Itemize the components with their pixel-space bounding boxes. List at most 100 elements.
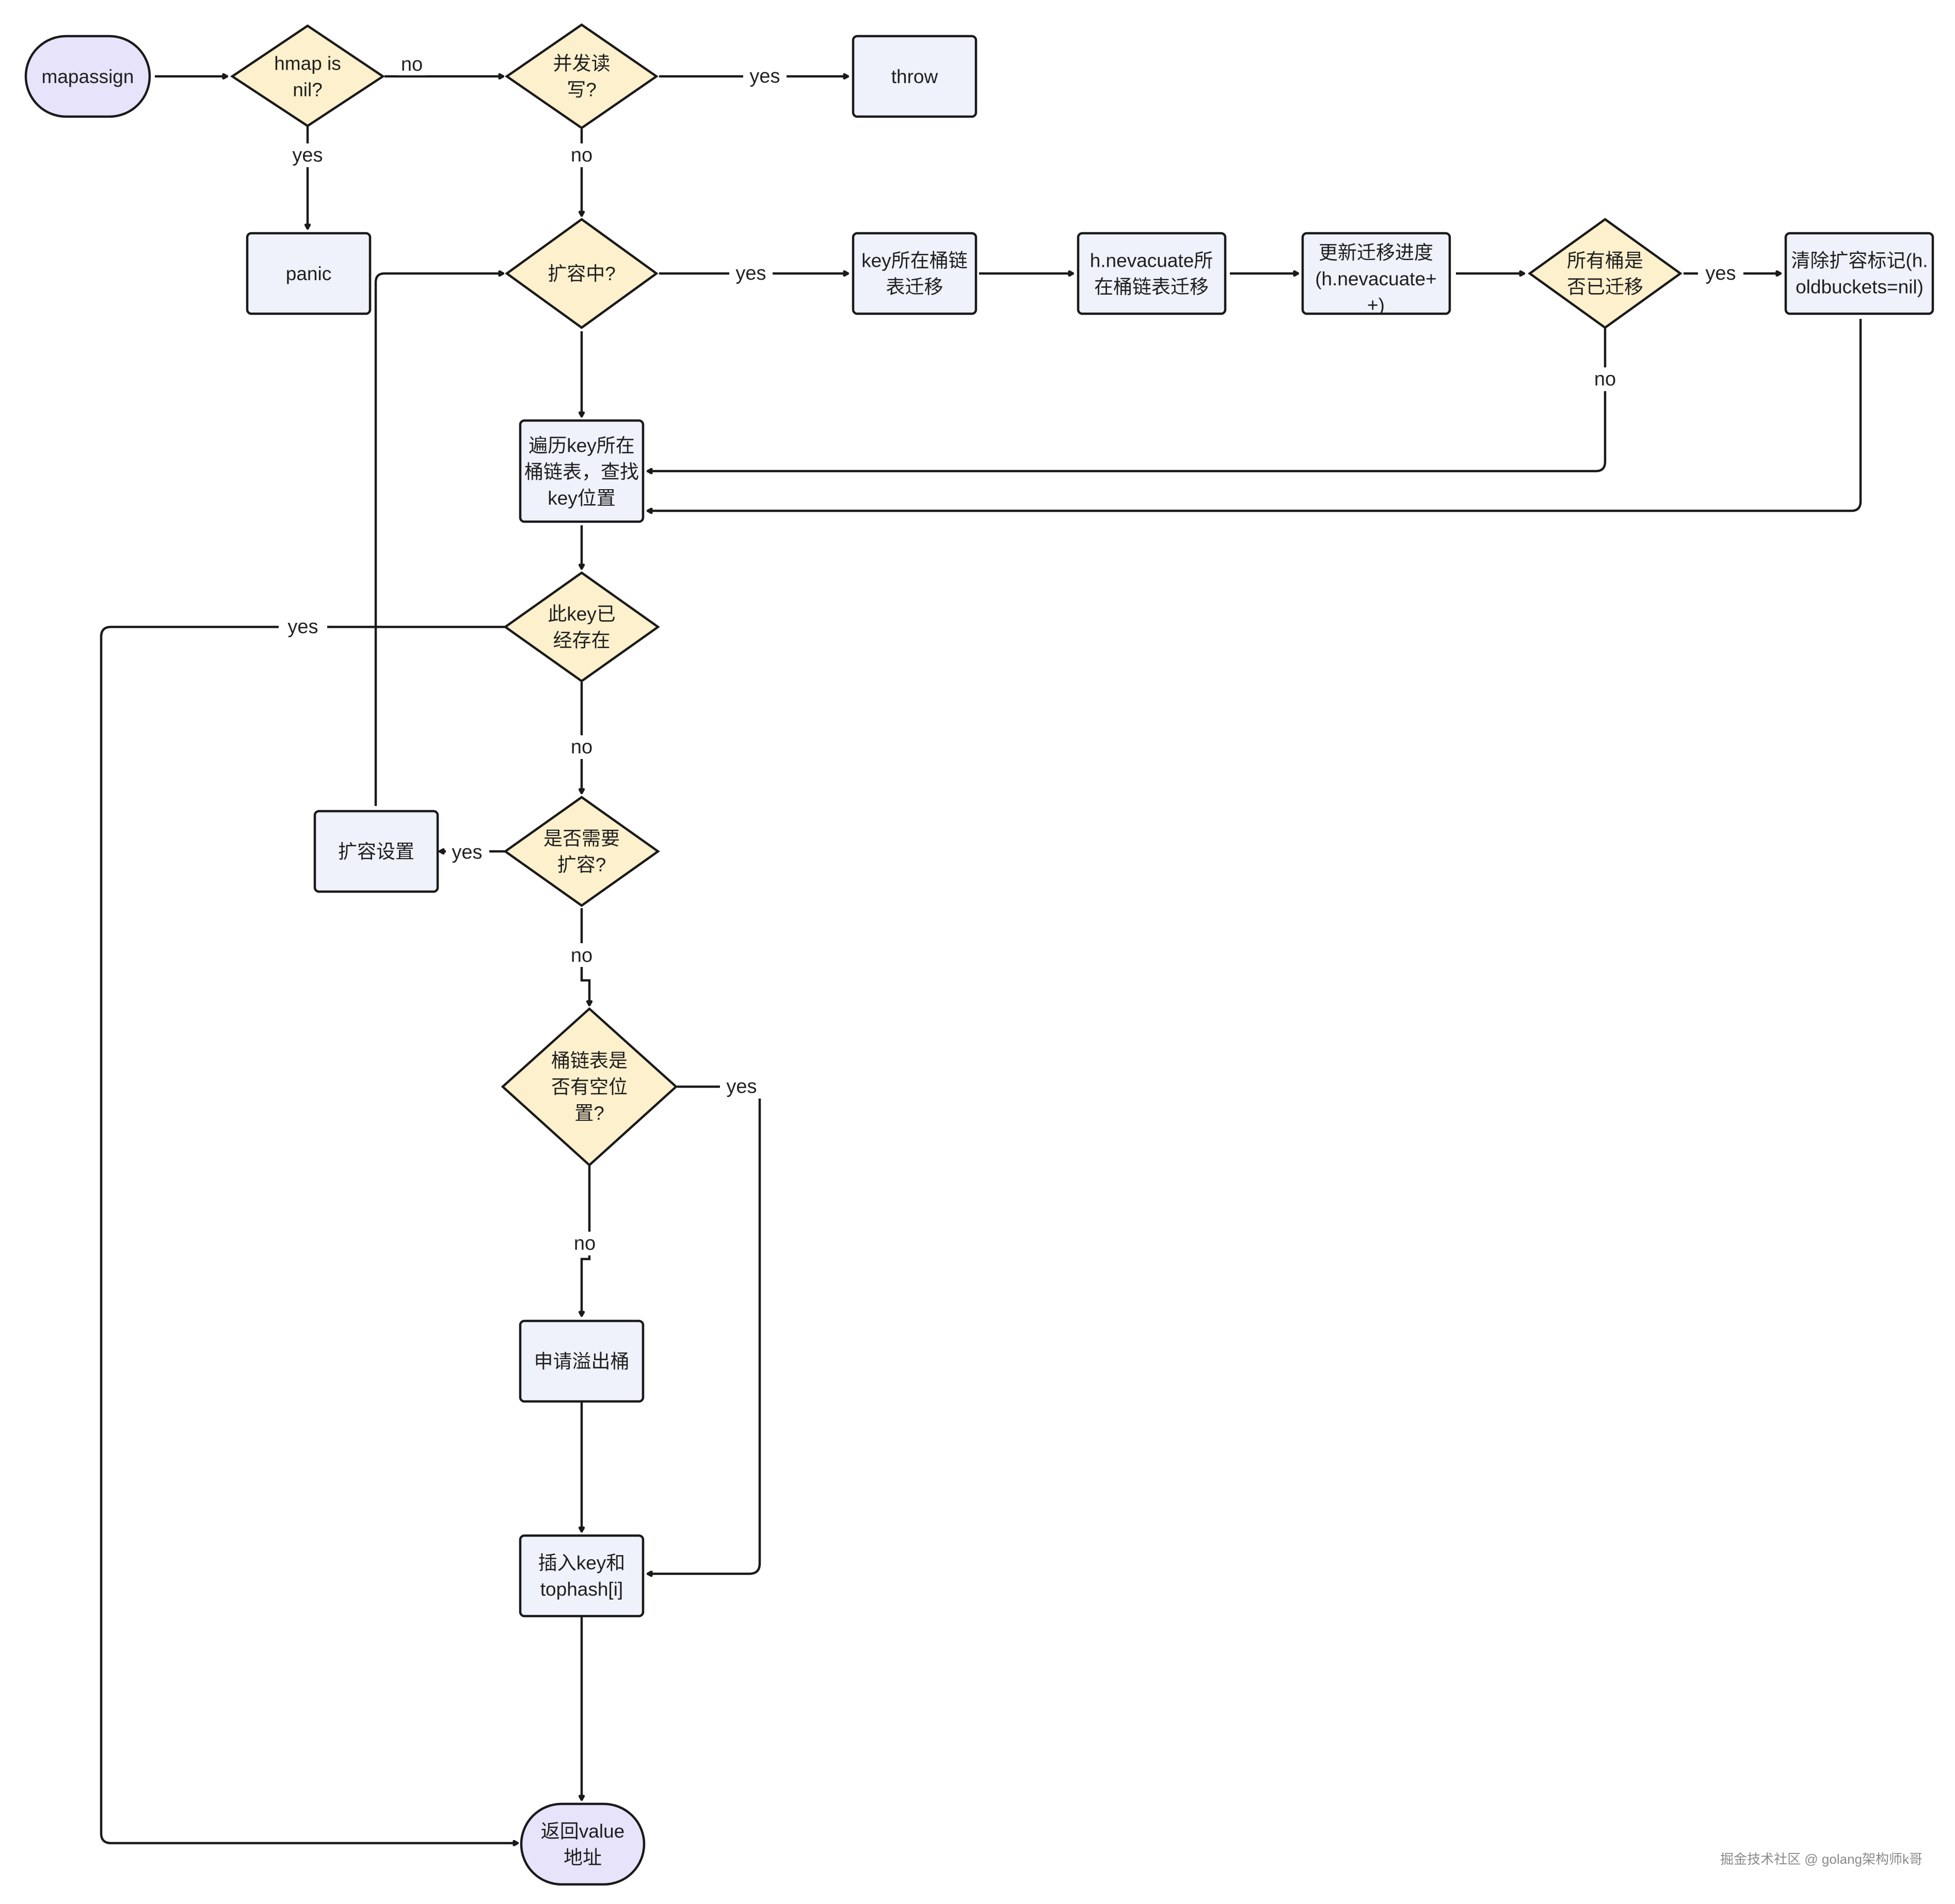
node-nevacuate-evacuate[interactable]: h.nevacuate所在桶链表迁移 (1077, 232, 1227, 315)
node-label-line: 桶链表是 (551, 1050, 628, 1071)
edge-label-concurrent-no: no (566, 143, 597, 167)
node-need-grow[interactable]: 是否需要扩容? (503, 796, 660, 907)
node-throw[interactable]: throw (852, 35, 978, 118)
watermark: 掘金技术社区 @ golang架构师k哥 (1720, 1851, 1922, 1867)
node-label-line: panic (286, 263, 331, 284)
node-label-line: (h.nevacuate+ (1315, 268, 1437, 289)
svg-text:yes: yes (452, 842, 482, 863)
node-label-line: 扩容设置 (338, 841, 414, 862)
node-label: h.nevacuate所在桶链表迁移 (1090, 250, 1213, 297)
edge-label-need-yes: yes (446, 840, 489, 863)
svg-text:yes: yes (292, 144, 323, 166)
edge-label-growing-yes: yes (729, 262, 773, 285)
node-concurrent-rw[interactable]: 并发读写? (505, 23, 659, 130)
node-label-line: 申请溢出桶 (534, 1351, 630, 1372)
svg-text:yes: yes (726, 1076, 757, 1098)
node-traverse-bucket[interactable]: 遍历key所在桶链表，查找 key位置 (519, 419, 645, 523)
node-label: 申请溢出桶 (534, 1351, 630, 1372)
edge-has-slot-no-to-overflow (582, 1165, 591, 1316)
node-label-line: mapassign (42, 66, 134, 87)
svg-text:yes: yes (287, 616, 318, 638)
node-label: panic (286, 263, 331, 284)
node-label: 桶链表是否有空位置? (551, 1050, 628, 1124)
edge-label-need-no: no (566, 943, 597, 967)
edge-label-slot-no: no (569, 1232, 600, 1255)
node-label-line: 经存在 (553, 630, 611, 651)
edges (100, 76, 1862, 1843)
node-label: 更新迁移进度 (h.nevacuate+ +) (1315, 242, 1437, 316)
edge-clear-to-traverse (648, 319, 1862, 511)
node-label-line: 更新迁移进度 (1319, 242, 1433, 263)
svg-text:yes: yes (749, 66, 780, 87)
node-label-line: nil? (293, 79, 323, 100)
node-has-empty-slot[interactable]: 桶链表是否有空位置? (501, 1007, 678, 1167)
node-label: mapassign (42, 66, 134, 87)
node-label-line: key所在桶链 (861, 250, 968, 271)
node-label-line: 置? (574, 1103, 604, 1124)
node-label-line: 否有空位 (551, 1076, 628, 1098)
svg-text:yes: yes (1705, 263, 1736, 284)
node-label-line: +) (1367, 295, 1385, 316)
node-label-line: 清除扩容标记(h. (1791, 250, 1928, 271)
node-update-progress[interactable]: 更新迁移进度 (h.nevacuate+ +) (1301, 232, 1451, 316)
edge-label-all-yes: yes (1698, 262, 1743, 285)
edge-has-slot-yes-to-insert (648, 1085, 761, 1574)
node-label-line: 写? (567, 79, 597, 100)
node-clear-grow-flag[interactable]: 清除扩容标记(h.oldbuckets=nil) (1784, 232, 1934, 315)
edge-label-exists-no: no (566, 735, 597, 759)
node-label-line: 否已迁移 (1567, 276, 1643, 297)
node-new-overflow[interactable]: 申请溢出桶 (519, 1319, 645, 1403)
node-grow-setup[interactable]: 扩容设置 (313, 810, 439, 893)
node-label-line: 所有桶是 (1567, 250, 1643, 271)
node-label-line: 桶链表，查找 (524, 461, 639, 482)
node-label: throw (891, 66, 938, 87)
node-label: 是否需要扩容? (543, 828, 620, 875)
node-label-line: 扩容中? (548, 263, 616, 284)
node-label-line: throw (891, 66, 938, 87)
svg-text:no: no (571, 144, 592, 166)
svg-text:no: no (571, 945, 592, 966)
edge-setup-to-growing (374, 273, 503, 806)
node-panic[interactable]: panic (246, 232, 372, 315)
node-label-line: key位置 (548, 488, 616, 509)
svg-text:no: no (571, 736, 592, 758)
node-label-line: 在桶链表迁移 (1094, 276, 1209, 297)
node-label: 扩容设置 (338, 841, 414, 862)
node-label: 清除扩容标记(h.oldbuckets=nil) (1791, 250, 1928, 297)
node-label-line: 扩容? (557, 854, 606, 875)
node-mapassign[interactable]: mapassign (24, 35, 151, 118)
edge-label-all-no: no (1590, 367, 1621, 391)
node-growing[interactable]: 扩容中? (505, 218, 659, 329)
node-label-line: 遍历key所在 (528, 435, 635, 456)
node-label-line: 并发读 (553, 53, 611, 74)
svg-text:yes: yes (735, 263, 766, 284)
svg-text:no: no (574, 1233, 596, 1254)
node-all-evacuated[interactable]: 所有桶是否已迁移 (1528, 218, 1682, 329)
node-label-line: 是否需要 (543, 828, 620, 849)
node-bucket-evacuate[interactable]: key所在桶链表迁移 (852, 232, 978, 315)
edge-label-slot-yes: yes (720, 1075, 766, 1099)
node-label: key所在桶链表迁移 (861, 250, 968, 297)
node-label-line: h.nevacuate所 (1090, 250, 1213, 271)
node-label: 遍历key所在桶链表，查找 key位置 (524, 435, 639, 509)
svg-text:no: no (1594, 368, 1616, 390)
node-label-line: 返回value (541, 1820, 624, 1842)
node-label: 所有桶是否已迁移 (1567, 250, 1643, 297)
node-label-line: 表迁移 (886, 276, 943, 297)
node-label-line: 插入key和 (538, 1552, 626, 1573)
node-label: 扩容中? (548, 263, 616, 284)
edge-label-hmap-yes: yes (288, 143, 327, 167)
node-label: 此key已经存在 (548, 603, 616, 651)
svg-text:no: no (401, 54, 423, 75)
edge-label-concurrent-yes: yes (743, 64, 787, 88)
node-label: 并发读写? (553, 53, 611, 100)
node-key-exists[interactable]: 此key已经存在 (503, 571, 660, 683)
